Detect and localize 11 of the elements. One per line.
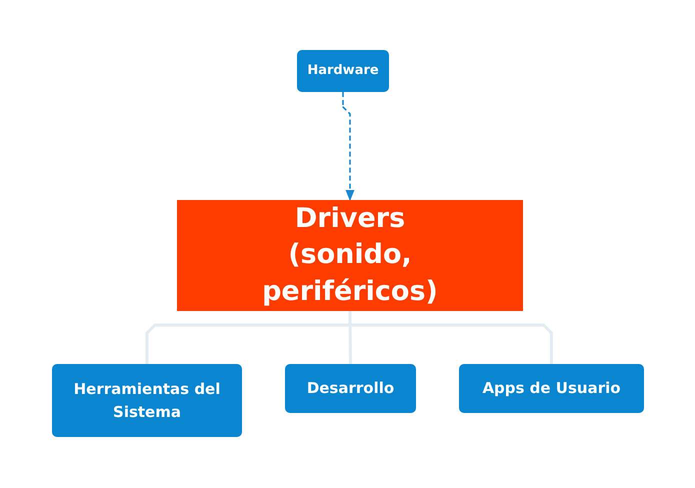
- node-label: Hardware: [307, 62, 379, 80]
- node-label: Apps de Usuario: [482, 378, 621, 400]
- node-label: Desarrollo: [306, 378, 394, 400]
- category-box: [52, 364, 242, 437]
- driver-box: [177, 200, 523, 311]
- arrow: [340, 92, 354, 202]
- node-label: Herramientas del Sistema: [72, 379, 222, 422]
- category-box: [459, 364, 644, 413]
- node-label: Drivers (sonido, periféricos): [261, 202, 439, 309]
- category-box: [285, 364, 416, 413]
- source-box: [297, 50, 389, 92]
